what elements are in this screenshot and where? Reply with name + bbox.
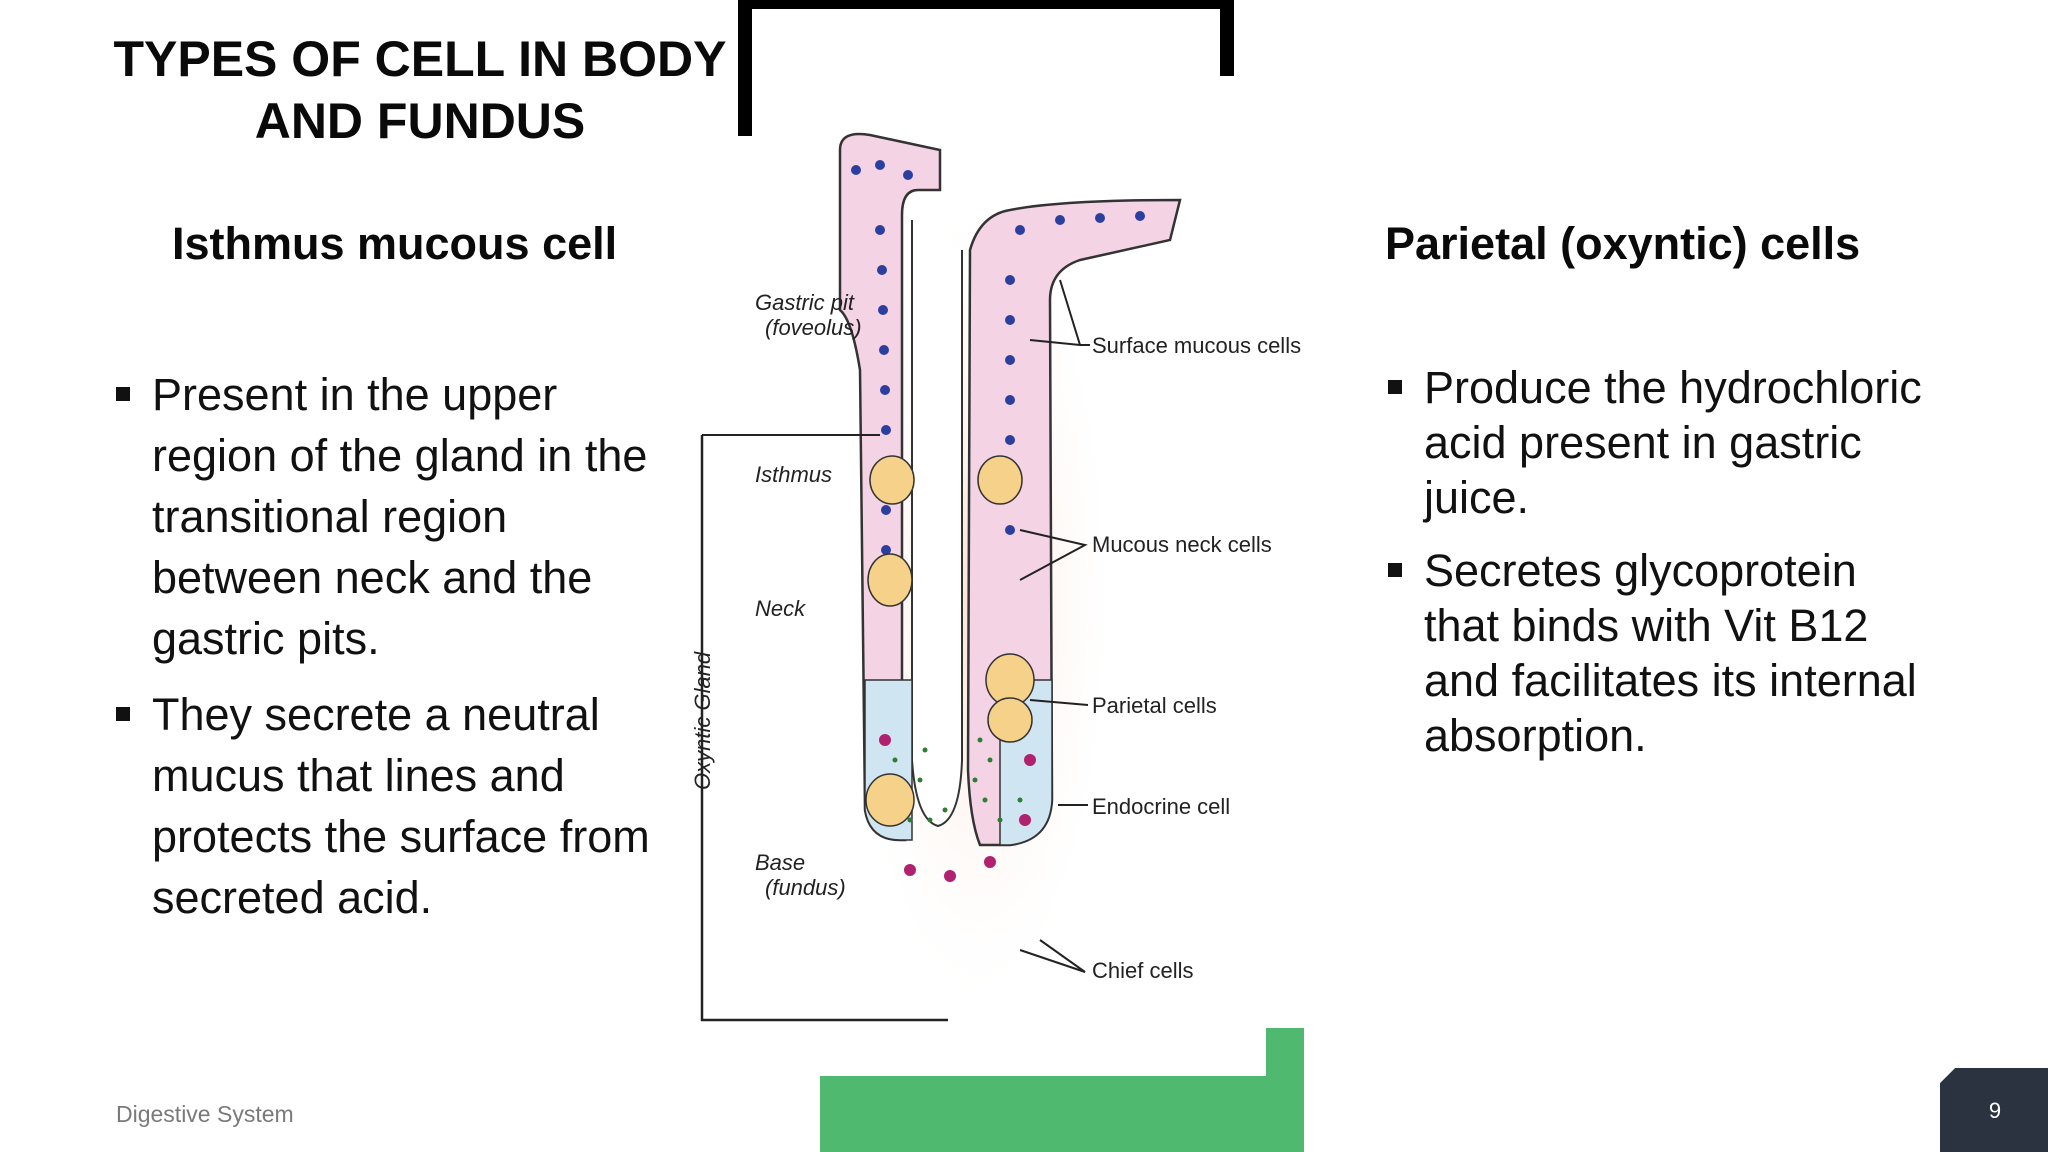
label-leader-lines (1019, 279, 1090, 973)
bullet-square-icon (116, 707, 130, 721)
foveolus-label: (foveolus) (765, 315, 862, 340)
bullet-text: Produce the hydrochloric acid present in… (1424, 362, 1922, 523)
list-item: Present in the upper region of the gland… (116, 364, 656, 669)
page-number-box (1940, 1068, 2048, 1152)
right-bullet-list: Produce the hydrochloric acid present in… (1388, 360, 1928, 781)
list-item: Secretes glycoprotein that binds with Vi… (1388, 543, 1928, 763)
decorative-frame-right (1220, 0, 1234, 76)
decorative-frame-top (738, 0, 1234, 9)
parietal-cells-shape (865, 455, 1035, 827)
endocrine-cell-label: Endocrine cell (1092, 794, 1230, 819)
footer-text: Digestive System (116, 1101, 294, 1127)
decorative-frame-left (738, 0, 752, 136)
parietal-cells-label: Parietal cells (1092, 693, 1217, 718)
chief-cell-granules (892, 737, 1023, 823)
left-bullet-list: Present in the upper region of the gland… (116, 364, 656, 943)
bullet-text: They secrete a neutral mucus that lines … (152, 689, 650, 923)
chief-cell-nuclei (879, 734, 1036, 882)
fundus-label: (fundus) (765, 875, 846, 900)
right-heading: Parietal (oxyntic) cells (1385, 218, 1861, 269)
bullet-square-icon (1388, 380, 1402, 394)
gastric-pit-label: Gastric pit (755, 290, 855, 315)
isthmus-label: Isthmus (755, 462, 832, 487)
gastric-gland-diagram: Gastric pit (foveolus) Isthmus Neck Base… (690, 132, 1301, 1022)
bullet-text: Present in the upper region of the gland… (152, 369, 648, 664)
mucous-neck-cells-label: Mucous neck cells (1092, 532, 1272, 557)
page-number: 9 (1988, 1098, 2002, 1123)
gland-lumen (911, 220, 963, 828)
chief-cells-label: Chief cells (1092, 958, 1193, 983)
left-heading: Isthmus mucous cell (172, 218, 618, 269)
surface-cell-nuclei (851, 160, 1145, 595)
bullet-text: Secretes glycoprotein that binds with Vi… (1424, 545, 1917, 761)
accent-green-bar (820, 1076, 1304, 1152)
slide-title: TYPES OF CELL IN BODY AND FUNDUS (113, 31, 727, 149)
bullet-square-icon (116, 387, 130, 401)
list-item: Produce the hydrochloric acid present in… (1388, 360, 1928, 525)
neck-label: Neck (755, 596, 806, 621)
accent-green-tab (1266, 1028, 1304, 1152)
surface-mucous-cells-label: Surface mucous cells (1092, 333, 1301, 358)
bullet-square-icon (1388, 563, 1402, 577)
base-label: Base (755, 850, 805, 875)
oxyntic-gland-bracket (700, 435, 948, 1022)
list-item: They secrete a neutral mucus that lines … (116, 684, 656, 928)
oxyntic-gland-label: Oxyntic Gland (690, 651, 715, 790)
